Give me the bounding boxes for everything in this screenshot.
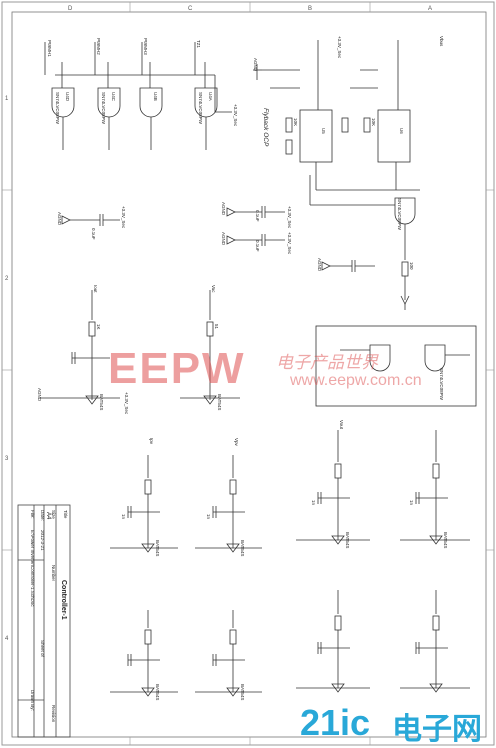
part-code: SN74LVC08PW [101,92,106,125]
resistor-value: 100 [409,262,414,270]
diode-label: BAT54S [155,540,160,556]
ground-label: AGND [317,258,322,272]
inner-frame [11,11,487,738]
rail-label: +3.3V_Sec [287,232,292,255]
part-code: SN74LVC08PW [397,198,402,231]
decoupling-caps [61,206,375,272]
file-value: E:\Power Inverter\Controller-1.SchDoc [30,530,35,607]
row-number: 3 [5,456,9,462]
rail-label: +3.3V_Sec [337,36,342,59]
clamp-circuits-mid [40,290,477,407]
net-label: Vbus [439,36,444,47]
clamp-cell [400,430,470,545]
clamp-cell [400,590,470,693]
diode-label: BAT54S [240,684,245,700]
title-value: Controller-1 [60,580,67,620]
col-letter: C [188,6,193,12]
flyback-ocp-block [253,40,420,310]
ground-label: AGND [253,58,258,72]
rail-label: +3.3V_Sec [121,206,126,229]
diode-label: BAT54S [345,532,350,548]
size-value: A4 [45,512,51,520]
ic-label: U6 [399,128,404,134]
ic-label: U4C [111,92,116,102]
diode-label: BAT54S [240,540,245,556]
cap-value: 0.1uF [255,240,260,252]
part-code: SN74LVC08PW [198,92,203,125]
cap-value: 1n [409,500,414,506]
drawn-label: Drawn By: [30,690,35,711]
rail-label: +3.3V_Sec [233,104,238,127]
cap-value: 0.1uF [91,228,96,240]
net-label: PWMH1 [47,40,52,57]
rail-label: +3.3V_Sec [287,206,292,229]
row-number: 1 [5,96,9,102]
clamp-cells [110,430,470,697]
cap-value: 1n [121,514,126,520]
part-code: SN74LVC08PW [55,92,60,125]
col-letter: D [68,6,73,12]
cap-value: 0.1uF [255,210,260,222]
title-label: Title [63,510,68,519]
diode-label: BAT54S [155,684,160,700]
net-label: Ipv [149,438,154,445]
ic-label: U5 [321,128,326,134]
diode-label: BAT54S [443,532,448,548]
resistor-value: 10K [293,118,298,126]
flyback-title: Flyback OCP [262,108,269,147]
net-label: Vpv [234,438,239,447]
number-label: Number [51,565,56,582]
net-label: PWMH2 [96,38,101,55]
row-number: 4 [5,636,9,642]
diode-label: BAT54S [217,394,222,410]
net-label: Vout [339,420,344,430]
cap-value: 1n [311,500,316,506]
ic-label: U4D [65,92,70,102]
title-block [17,504,71,738]
resistor-value: 1K [96,324,101,330]
net-label: TZ1 [196,40,201,48]
clamp-cell [195,610,262,697]
ground-label: AGND [57,212,62,226]
flyback-labels: Flyback OCP U5 U6 SN74LVC08PW +3.3V_Sec … [253,36,444,270]
net-label: Iout [93,285,98,293]
diode-label: BAT54S [99,394,104,410]
file-label: File: [30,510,35,519]
ic-label: U4B [153,92,158,101]
cap-value: 1n [206,514,211,520]
size-label: Size [51,510,56,519]
clamp-cell [110,455,178,553]
rail-label: +3.3V_Sec [124,392,129,415]
ground-label: AGND [221,202,226,216]
gate-bank-labels: PWMH1 PWMH2 PWMH3 TZ1 U4D U4C U4B U4A SN… [47,38,238,127]
net-label: Vac [211,285,216,293]
part-code: SN74LVC08PW [439,368,444,401]
row-number: 2 [5,276,9,282]
resistor-value: 51 [214,324,219,330]
resistor-value: 10K [371,118,376,126]
mid-labels: Iout Vac BAT54S BAT54S +3.3V_Sec AGND SN… [37,285,444,415]
ground-label: AGND [221,232,226,246]
sheet-label: Sheet of [40,640,45,658]
date-value: 2012-3-21 [40,530,45,551]
clamp-cell [296,590,370,693]
clamp-cell [296,430,370,545]
gate-bank-u4 [44,42,232,150]
col-letter: B [308,6,312,12]
ic-label: U4A [208,92,213,101]
revision-label: Revision [51,705,56,723]
col-letter: A [428,6,432,12]
cap-labels: AGND 0.1uF +3.3V_Sec 0.1uF 0.1uF +3.3V_S… [57,202,322,272]
clamp-cell [195,455,262,553]
date-label: Date: [40,510,45,521]
ground-label: AGND [37,388,42,402]
zone-letters: D C B A 1 2 3 4 [5,6,432,642]
title-block-text: Title Controller-1 Size A4 Number Revisi… [30,510,68,723]
clamp-cell [110,610,178,697]
clamp-cell-labels: Ipv Vpv Vout 1n 1n 1n 1n BAT54S BAT54S B… [121,420,448,700]
net-label: PWMH3 [143,38,148,55]
